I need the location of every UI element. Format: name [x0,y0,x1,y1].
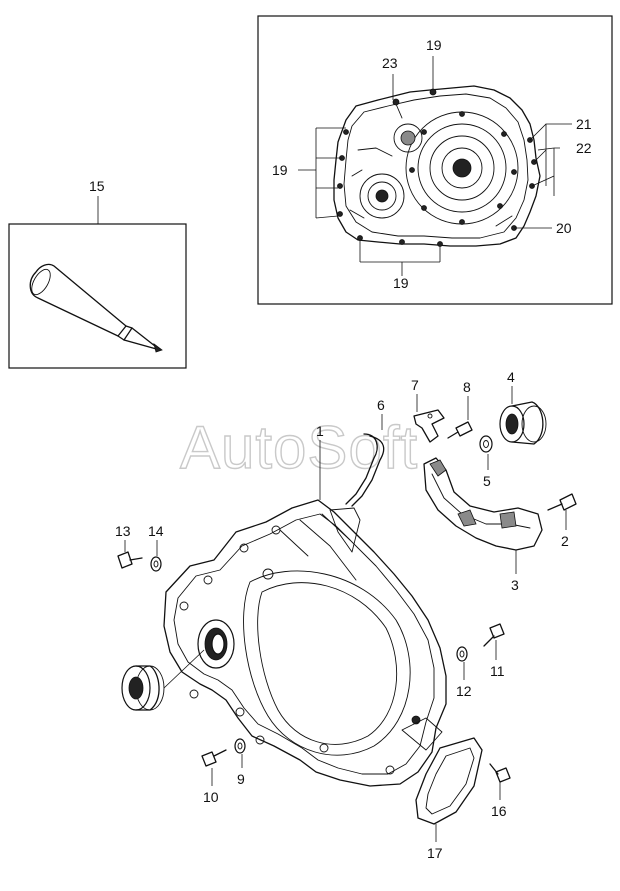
oil-pipe [345,414,385,507]
label-part-12: 12 [456,683,472,699]
bolt-11 [483,623,505,660]
watermark-text: AutoSoft [180,414,418,481]
leader-19-left [298,127,346,219]
leader-21 [529,123,572,186]
label-part-9: 9 [237,771,245,787]
sealant-tube-icon [29,263,163,353]
oil-guide-3 [423,457,543,574]
sealant-frame [8,223,187,369]
inset-panel: 19 23 19 19 21 22 20 [257,15,613,305]
bolt-8 [447,396,473,439]
washer-5 [479,435,493,470]
label-part-15: 15 [89,178,105,194]
washer-12 [456,646,468,680]
transaxle-case-rear-view [333,85,541,247]
label-part-14: 14 [148,523,164,539]
bolt-2 [547,493,577,530]
label-part-4: 4 [507,369,515,385]
bolt-13 [117,540,143,569]
label-part-6: 6 [377,397,385,413]
label-part-19-bottom: 19 [393,275,409,291]
label-part-5: 5 [483,473,491,489]
needle-bearing-4 [499,386,547,445]
label-part-23: 23 [382,55,398,71]
axle-bearing-left [121,649,205,711]
label-part-1: 1 [316,423,324,439]
label-part-2: 2 [561,533,569,549]
dust-cover-17 [415,737,483,842]
label-part-22: 22 [576,140,592,156]
label-part-21: 21 [576,116,592,132]
label-part-20: 20 [556,220,572,236]
label-part-3: 3 [511,577,519,593]
sealant-tube-box: 15 [8,178,187,369]
label-part-19-top: 19 [426,37,442,53]
converter-housing [163,499,447,787]
label-part-13: 13 [115,523,131,539]
bolt-10 [201,749,227,786]
washer-9 [234,738,246,768]
label-part-8: 8 [463,379,471,395]
label-part-17: 17 [427,845,443,861]
inset-frame [257,15,613,305]
bolt-16 [489,763,511,800]
label-part-10: 10 [203,789,219,805]
label-part-16: 16 [491,803,507,819]
leader-22 [531,147,560,196]
washer-14 [150,540,162,572]
pipe-bracket [413,394,445,443]
leader-19-bottom [359,240,441,276]
label-part-7: 7 [411,377,419,393]
label-part-19-left: 19 [272,162,288,178]
label-part-11: 11 [490,663,505,679]
